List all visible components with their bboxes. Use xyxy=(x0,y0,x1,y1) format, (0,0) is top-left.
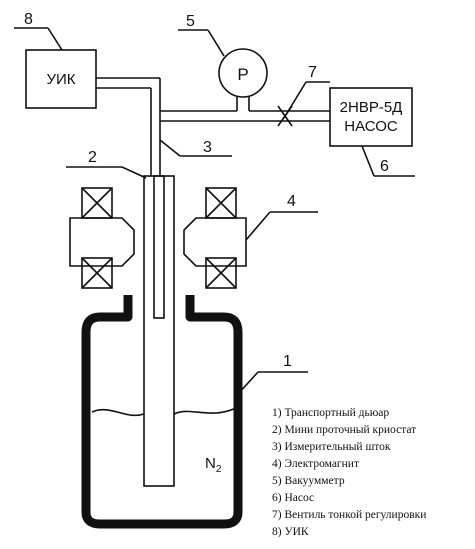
measuring-stem xyxy=(153,175,165,319)
legend-item: 3) Измерительный шток xyxy=(272,441,391,453)
leader-3-slant xyxy=(159,139,181,157)
number-4: 4 xyxy=(287,193,296,210)
number-6: 6 xyxy=(380,158,389,175)
gauge-label: P xyxy=(237,65,248,84)
number-5: 5 xyxy=(186,13,195,30)
legend: 1) Транспортный дьюар 2) Мини проточный … xyxy=(272,407,426,538)
magnet-pole-right xyxy=(183,217,247,267)
coil-top-right-x2 xyxy=(205,187,237,219)
coil-bottom-left xyxy=(81,257,113,289)
legend-item: 4) Электромагнит xyxy=(272,458,359,470)
uik-box xyxy=(25,49,97,109)
legend-item: 7) Вентиль тонкой регулировки xyxy=(272,509,426,521)
number-1: 1 xyxy=(283,353,292,370)
valve-mark-b xyxy=(277,105,293,127)
liquid-surface xyxy=(91,407,237,417)
vacuum-gauge-circle xyxy=(218,48,268,98)
leader-6-slant xyxy=(361,145,375,177)
mini-cryostat-tube xyxy=(143,175,175,487)
n2-label: N2 xyxy=(205,455,222,475)
leader-8-slant xyxy=(47,27,63,51)
number-7: 7 xyxy=(308,64,317,81)
leader-2-slant xyxy=(121,166,147,179)
coil-top-left-x2 xyxy=(81,187,113,219)
pump-box xyxy=(329,87,413,147)
transport-dewar xyxy=(81,295,243,529)
legend-item: 6) Насос xyxy=(272,492,314,504)
number-2: 2 xyxy=(88,149,97,166)
magnet-pole-left xyxy=(69,217,135,267)
coil-bottom-right xyxy=(205,257,237,289)
leader-5-slant xyxy=(207,29,225,57)
number-8: 8 xyxy=(24,11,33,28)
uik-label: УИК xyxy=(46,71,75,88)
number-3: 3 xyxy=(203,139,212,156)
leader-4-slant xyxy=(245,211,271,241)
legend-item: 8) УИК xyxy=(272,526,309,538)
pump-label-line2: НАСОС xyxy=(344,118,398,135)
legend-item: 5) Вакуумметр xyxy=(272,475,345,487)
coil-bottom-left-x2 xyxy=(81,257,113,289)
legend-item: 2) Мини проточный криостат xyxy=(272,424,416,436)
pump-label-line1: 2НВР-5Д xyxy=(340,99,403,116)
coil-bottom-right-x2 xyxy=(205,257,237,289)
legend-item: 1) Транспортный дьюар xyxy=(272,407,389,419)
